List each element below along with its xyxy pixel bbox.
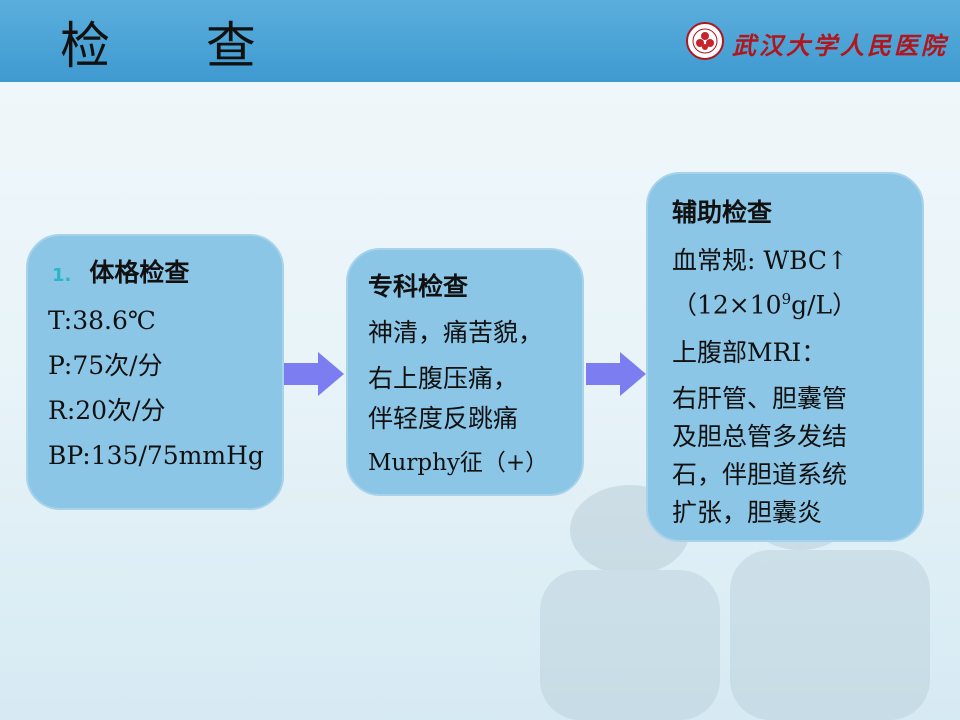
physical-exam-heading: 1.体格检查 (52, 258, 190, 287)
respiration-line: R:20次/分 (48, 396, 166, 425)
mri-finding-line: 右肝管、胆囊管 (672, 384, 848, 413)
hospital-seal-icon (686, 22, 724, 60)
auxiliary-exam-box: 辅助检查 血常规: WBC↑ （12×109g/L） 上腹部MRI： 右肝管、胆… (646, 172, 924, 542)
blood-pressure-line: BP:135/75mmHg (48, 441, 264, 470)
list-number: 1. (52, 265, 72, 286)
mri-label-line: 上腹部MRI： (672, 338, 827, 367)
slide-title: 检 查 (60, 17, 296, 75)
mri-finding-line: 扩张，胆囊炎 (672, 498, 823, 527)
murphy-sign-line: Murphy征（+） (368, 450, 549, 476)
specialist-line: 右上腹压痛， (368, 364, 519, 393)
mri-finding-line: 石，伴胆道系统 (672, 460, 848, 489)
temperature-line: T:38.6℃ (48, 306, 156, 335)
mri-finding-line: 及胆总管多发结 (672, 422, 848, 451)
specialist-exam-box: 专科检查 神清，痛苦貌， 右上腹压痛， 伴轻度反跳痛 Murphy征（+） (346, 248, 584, 496)
pulse-line: P:75次/分 (48, 351, 163, 380)
wbc-value-line: （12×109g/L） (672, 290, 858, 320)
specialist-line: 神清，痛苦貌， (368, 318, 544, 347)
specialist-line: 伴轻度反跳痛 (368, 404, 519, 433)
arrow-right-icon (284, 352, 344, 396)
auxiliary-exam-heading: 辅助检查 (672, 198, 773, 227)
physical-exam-box: 1.体格检查 T:38.6℃ P:75次/分 R:20次/分 BP:135/75… (26, 234, 284, 510)
arrow-right-icon (586, 352, 646, 396)
logo-text: 武汉大学人民医院 (732, 31, 948, 60)
specialist-exam-heading: 专科检查 (368, 272, 469, 301)
blood-routine-line: 血常规: WBC↑ (672, 246, 848, 275)
hospital-logo: 武汉大学人民医院 (686, 22, 946, 62)
header-bar: 检 查 武汉大学人民医院 (0, 0, 960, 82)
